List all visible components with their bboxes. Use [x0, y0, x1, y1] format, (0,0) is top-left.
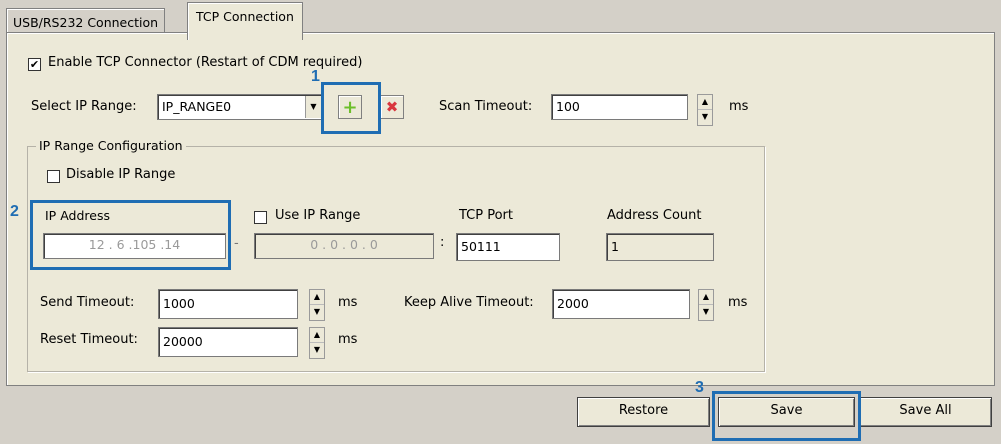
address-count-label: Address Count: [607, 208, 702, 223]
send-timeout-value: 1000: [163, 296, 195, 311]
disable-ip-range-label: Disable IP Range: [66, 167, 176, 182]
keep-alive-timeout-label: Keep Alive Timeout:: [404, 295, 534, 310]
highlight-save-button: [712, 391, 861, 441]
scan-timeout-unit: ms: [729, 99, 749, 114]
ip-range-end-value: 0 . 0 . 0 . 0: [310, 237, 378, 252]
plus-icon: +: [342, 96, 358, 118]
stepper-down-icon[interactable]: ▼: [313, 345, 321, 354]
keep-alive-timeout-unit: ms: [728, 295, 748, 310]
use-ip-range-checkbox[interactable]: [254, 211, 267, 224]
send-timeout-unit: ms: [338, 295, 358, 310]
ip-address-value: 12 . 6 .105 .14: [88, 237, 181, 252]
scan-timeout-value: 100: [556, 99, 580, 114]
keep-alive-timeout-value: 2000: [557, 296, 589, 311]
send-timeout-input[interactable]: 1000: [158, 289, 298, 319]
ip-range-configuration-title: IP Range Configuration: [36, 138, 186, 153]
ip-address-label: IP Address: [45, 208, 110, 223]
tab-tcp-connection-label: TCP Connection: [196, 9, 294, 24]
stepper-down-icon[interactable]: ▼: [701, 112, 709, 121]
reset-timeout-label: Reset Timeout:: [40, 332, 138, 347]
address-count-input: 1: [606, 233, 714, 261]
keep-alive-timeout-input[interactable]: 2000: [552, 289, 690, 319]
callout-3: 3: [695, 379, 704, 396]
tab-tcp-connection[interactable]: TCP Connection: [187, 2, 303, 40]
restore-button[interactable]: Restore: [577, 397, 710, 427]
reset-timeout-unit: ms: [338, 332, 358, 347]
stepper-up-icon[interactable]: ▲: [310, 290, 324, 305]
save-all-button[interactable]: Save All: [859, 397, 992, 427]
reset-timeout-input[interactable]: 20000: [158, 327, 298, 357]
enable-tcp-checkbox[interactable]: ✔: [28, 58, 41, 71]
scan-timeout-label: Scan Timeout:: [439, 99, 533, 114]
use-ip-range-label: Use IP Range: [275, 208, 361, 223]
enable-tcp-label: Enable TCP Connector (Restart of CDM req…: [48, 55, 363, 70]
save-all-button-label: Save All: [899, 403, 952, 418]
stepper-down-icon[interactable]: ▼: [313, 307, 321, 316]
ip-range-select-value: IP_RANGE0: [162, 99, 232, 114]
save-button-label: Save: [770, 403, 803, 418]
chevron-down-icon[interactable]: ▼: [305, 96, 321, 118]
highlight-add-button: [321, 82, 381, 134]
callout-2: 2: [10, 203, 19, 220]
ip-range-select[interactable]: IP_RANGE0 ▼: [157, 94, 323, 120]
remove-ip-range-button[interactable]: ✖: [380, 95, 404, 119]
stepper-up-icon[interactable]: ▲: [310, 328, 324, 343]
ip-range-configuration-group: IP Range Configuration Disable IP Range …: [27, 138, 765, 372]
port-separator: :: [440, 235, 445, 250]
add-ip-range-button[interactable]: +: [338, 95, 362, 119]
save-button[interactable]: Save: [718, 397, 855, 427]
tcp-port-label: TCP Port: [459, 208, 513, 223]
tcp-port-value: 50111: [461, 239, 501, 254]
close-icon: ✖: [385, 98, 399, 116]
send-timeout-label: Send Timeout:: [40, 295, 135, 310]
reset-timeout-value: 20000: [163, 334, 203, 349]
address-count-value: 1: [611, 239, 619, 254]
select-ip-range-label: Select IP Range:: [31, 99, 137, 114]
keep-alive-timeout-stepper[interactable]: ▲ ▼: [698, 289, 714, 321]
disable-ip-range-checkbox[interactable]: [47, 170, 60, 183]
reset-timeout-stepper[interactable]: ▲ ▼: [309, 327, 325, 359]
stepper-up-icon[interactable]: ▲: [699, 290, 713, 305]
scan-timeout-input[interactable]: 100: [551, 94, 688, 120]
tcp-connection-panel: ✔ Enable TCP Connector (Restart of CDM r…: [6, 32, 995, 386]
range-dash: -: [234, 236, 239, 251]
ip-range-end-input[interactable]: 0 . 0 . 0 . 0: [254, 233, 434, 259]
scan-timeout-stepper[interactable]: ▲ ▼: [697, 94, 713, 126]
restore-button-label: Restore: [618, 403, 669, 418]
send-timeout-stepper[interactable]: ▲ ▼: [309, 289, 325, 321]
stepper-down-icon[interactable]: ▼: [702, 307, 710, 316]
tcp-port-input[interactable]: 50111: [456, 233, 560, 261]
highlight-ip-address: [30, 200, 231, 270]
callout-1: 1: [311, 68, 320, 85]
stepper-up-icon[interactable]: ▲: [698, 95, 712, 110]
tab-usb-rs232-label: USB/RS232 Connection: [13, 15, 159, 30]
ip-address-input[interactable]: 12 . 6 .105 .14: [43, 233, 226, 259]
